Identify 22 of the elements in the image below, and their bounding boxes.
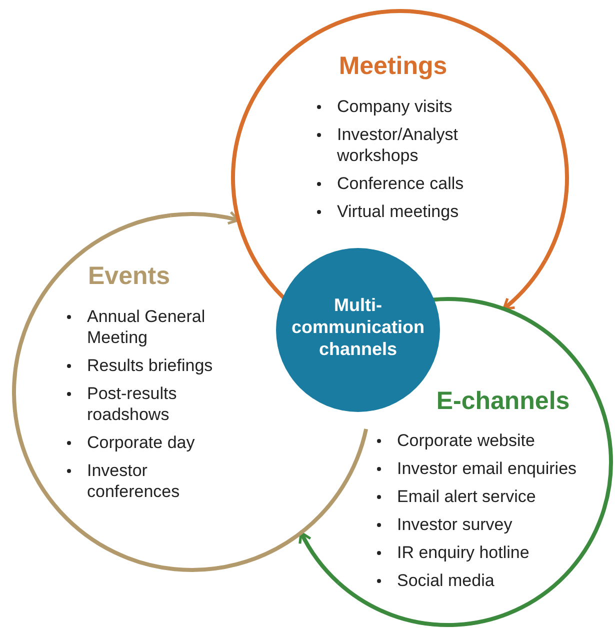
group-heading: E-channels [436,387,570,416]
bullet-item: Company visits [337,96,454,117]
group-heading: Meetings [338,52,448,81]
bullet-item: Corporate website [397,430,536,451]
curved-arrow [170,211,240,226]
bullet-item: Conference calls [337,173,465,194]
bullet-item: Investor/Analyst workshops [337,124,459,166]
bullet-item: Investor email enquiries [397,458,578,479]
bullet-item: Virtual meetings [337,201,460,222]
bullet-item: Email alert service [397,486,537,507]
bullet-item: Results briefings [87,355,214,376]
bullet-item: Post-results roadshows [87,383,178,425]
bullet-item: Investor conferences [87,460,181,502]
bullet-item: Investor survey [397,514,514,535]
group-heading: Events [88,262,170,291]
curved-arrow [299,531,340,584]
bullet-item: Corporate day [87,432,196,453]
bullet-item: Annual General Meeting [87,306,206,348]
bullet-item: Social media [397,570,496,591]
bullet-item: IR enquiry hotline [397,542,530,563]
curved-arrow [502,259,547,310]
hub-label: Multi-communication channels [290,294,426,360]
